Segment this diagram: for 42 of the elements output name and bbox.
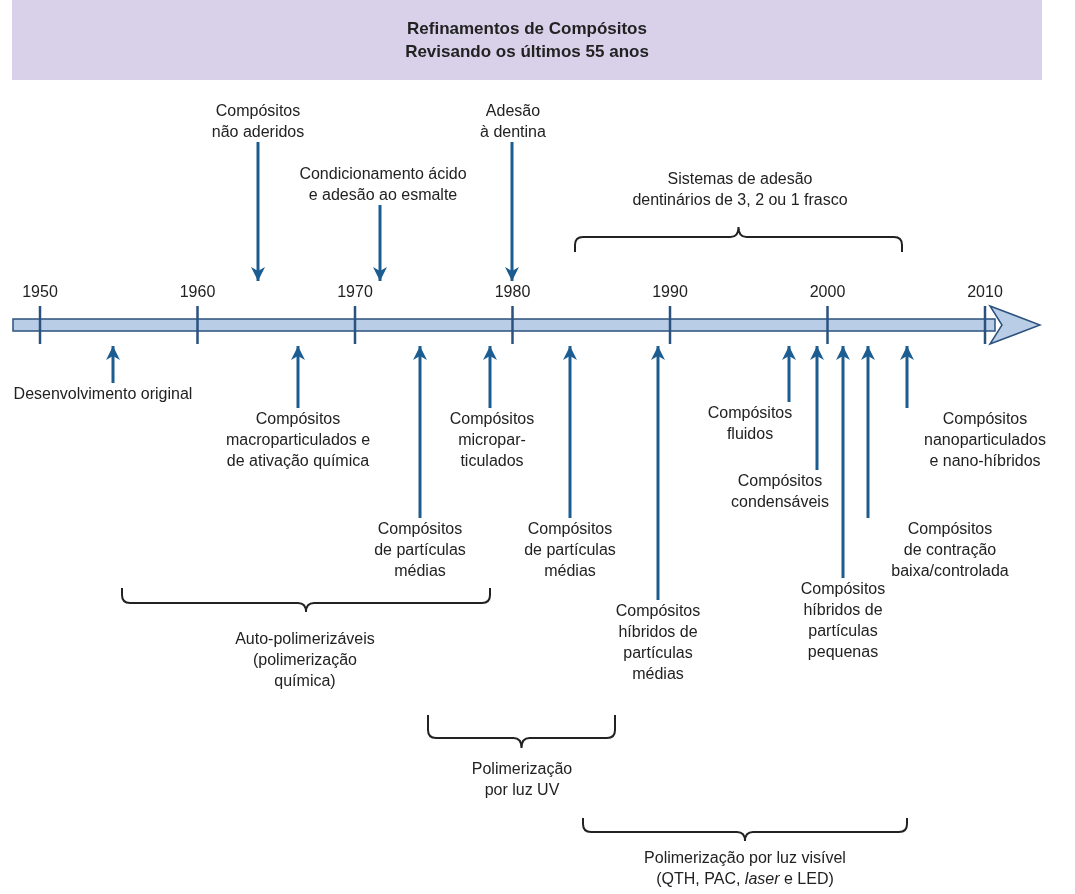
event-label: Adesão à dentina xyxy=(479,101,547,142)
arrow xyxy=(563,346,577,518)
event-label: Condicionamento ácido e adesão ao esmalte xyxy=(298,164,468,205)
event-label: Compósitos de partículas médias xyxy=(373,519,467,581)
year-label: 2000 xyxy=(808,282,847,302)
year-label: 1950 xyxy=(21,282,59,302)
event-label: Compósitos de partículas médias xyxy=(523,519,617,581)
bracket-label: Auto-polimerizáveis (polimerização química) xyxy=(235,629,375,691)
year-label: 1970 xyxy=(336,282,374,302)
year-label: 2010 xyxy=(966,282,1004,302)
event-label: Compósitos micropar- ticulados xyxy=(448,409,536,471)
event-label: Compósitos não aderidos xyxy=(210,101,306,142)
arrow xyxy=(810,346,824,470)
event-label: Compósitos híbridos de partículas pequenas xyxy=(799,579,887,662)
arrow xyxy=(483,346,497,408)
title-banner xyxy=(12,0,1042,80)
arrow xyxy=(373,205,387,281)
arrow xyxy=(291,346,305,408)
arrow xyxy=(782,346,796,402)
year-label: 1980 xyxy=(493,282,532,302)
arrow xyxy=(836,346,850,578)
event-label: Compósitos condensáveis xyxy=(730,471,830,512)
event-label: Compósitos híbridos de partículas médias xyxy=(614,601,702,684)
event-label: Compósitos fluidos xyxy=(706,403,794,444)
arrow xyxy=(106,346,120,383)
arrow xyxy=(413,346,427,518)
title-text: Refinamentos de Compósitos xyxy=(407,18,647,40)
year-label: 1960 xyxy=(178,282,217,302)
event-label: Compósitos macroparticulados e de ativação química xyxy=(225,409,371,471)
bracket-label: Polimerização por luz visível (QTH, PAC, laser e LED) xyxy=(643,848,847,889)
event-label: Compósitos nanoparticulados e nano-híbridos xyxy=(923,409,1047,471)
arrow xyxy=(505,142,519,281)
arrow xyxy=(900,346,914,408)
bracket-label: Sistemas de adesão dentinários de 3, 2 ou 1 frasco xyxy=(631,169,849,210)
bracket-label: Polimerização por luz UV xyxy=(470,759,574,800)
arrow xyxy=(651,346,665,600)
event-label: Desenvolvimento original xyxy=(12,384,194,404)
year-label: 1990 xyxy=(651,282,689,302)
arrow xyxy=(861,346,875,518)
subtitle-text: Revisando os últimos 55 anos xyxy=(405,41,649,63)
arrow xyxy=(251,142,265,281)
event-label: Compósitos de contração baixa/controlada xyxy=(890,519,1010,581)
